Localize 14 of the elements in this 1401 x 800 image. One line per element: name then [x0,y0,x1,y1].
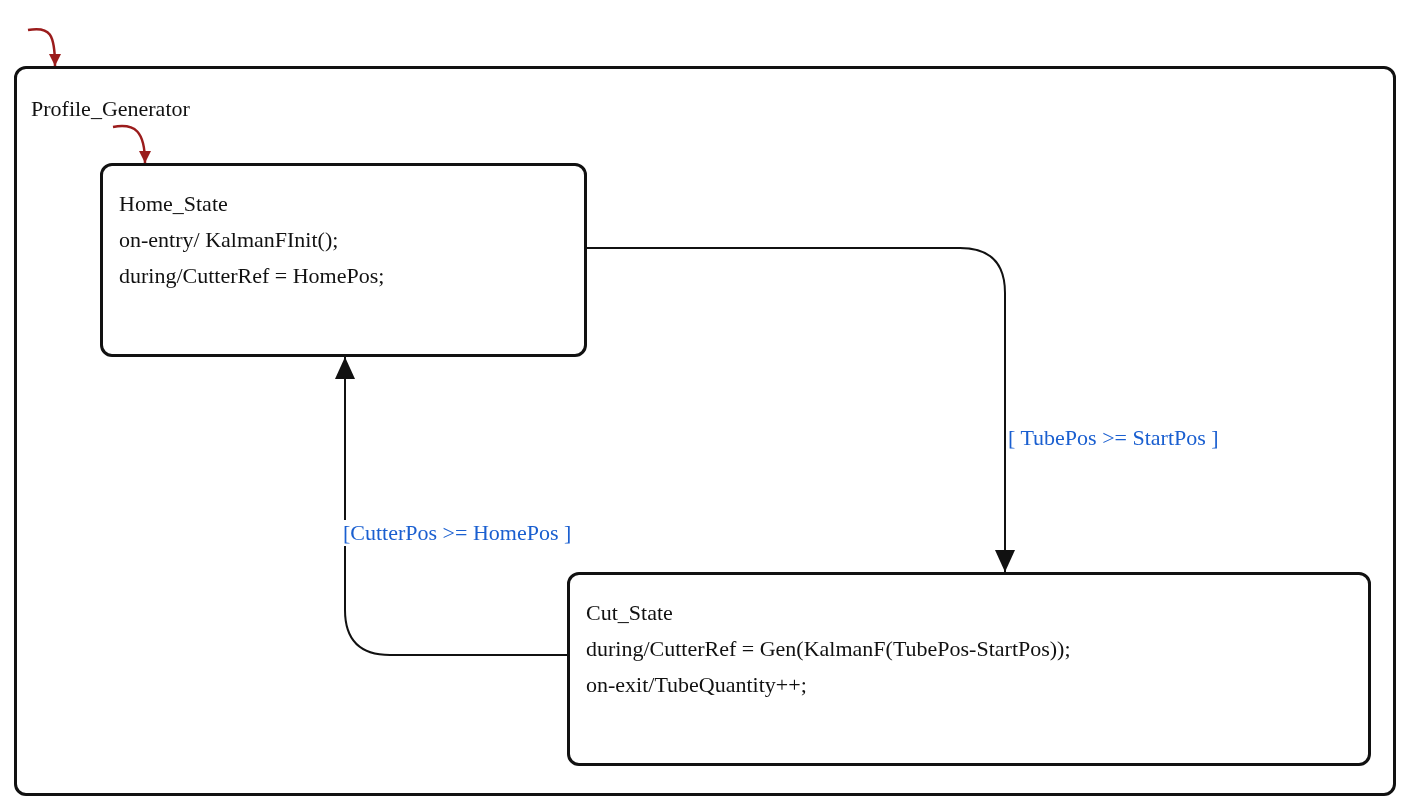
state-box [567,572,1371,766]
state-action: during/CutterRef = Gen(KalmanF(TubePos-StartPos)); [586,635,1071,663]
state-name: Cut_State [586,599,673,627]
transition-arrow [586,247,1015,573]
initial-transition-arrow [27,27,61,66]
state-name: Home_State [119,190,228,218]
state-action: on-entry/ KalmanFInit(); [119,226,339,254]
superstate-box [14,66,1396,796]
state-action: during/CutterRef = HomePos; [119,262,385,290]
state-action: on-exit/TubeQuantity++; [586,671,807,699]
initial-transition-arrow [112,124,151,164]
transition-arrow [335,356,568,656]
state-name: Profile_Generator [31,95,190,123]
state-box [100,163,587,357]
